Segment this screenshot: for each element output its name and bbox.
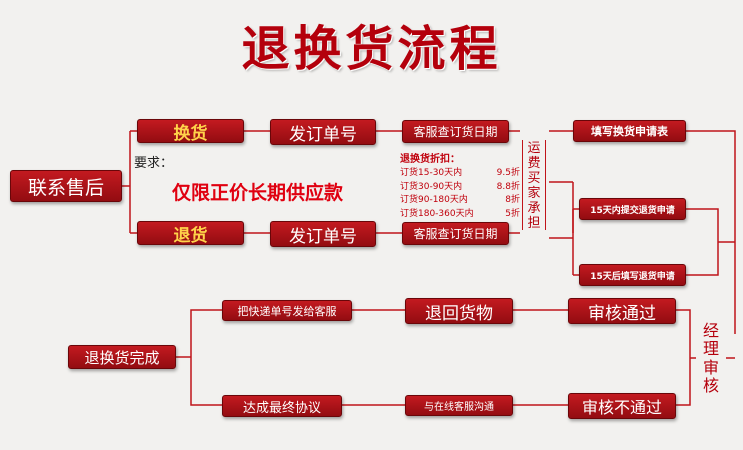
contact-after-sales-node: 联系售后: [10, 170, 122, 202]
check-order-date-node-bottom: 客服查订货日期: [402, 222, 509, 245]
requirement-value: 仅限正价长期供应款: [172, 182, 344, 204]
fill-exchange-form-node: 填写换货申请表: [573, 120, 686, 142]
send-order-number-node-bottom: 发订单号: [270, 221, 376, 247]
review-approved-node: 审核通过: [568, 298, 676, 324]
requirement-label: 要求：: [134, 156, 174, 171]
return-after-15-days-node: 15天后填写退货申请: [579, 264, 686, 286]
exchange-return-done-node: 退换货完成: [68, 345, 176, 369]
send-tracking-number-node: 把快递单号发给客服: [222, 300, 352, 321]
send-order-number-node-top: 发订单号: [270, 119, 376, 145]
final-agreement-node: 达成最终协议: [222, 395, 342, 417]
negotiate-online-service-node: 与在线客服沟通: [405, 395, 513, 416]
discount-title: 退换货折扣：: [400, 154, 460, 165]
return-node: 退货: [137, 221, 244, 245]
return-within-15-days-node: 15天内提交退货申请: [579, 198, 686, 220]
shipping-cost-note: 运费买家承担: [522, 140, 546, 231]
exchange-node: 换货: [137, 119, 244, 143]
manager-review-label: 经理审核: [696, 321, 726, 402]
check-order-date-node-top: 客服查订货日期: [402, 120, 509, 143]
return-goods-node: 退回货物: [405, 298, 513, 324]
review-rejected-node: 审核不通过: [568, 393, 676, 419]
page-title: 退换货流程: [241, 21, 502, 77]
